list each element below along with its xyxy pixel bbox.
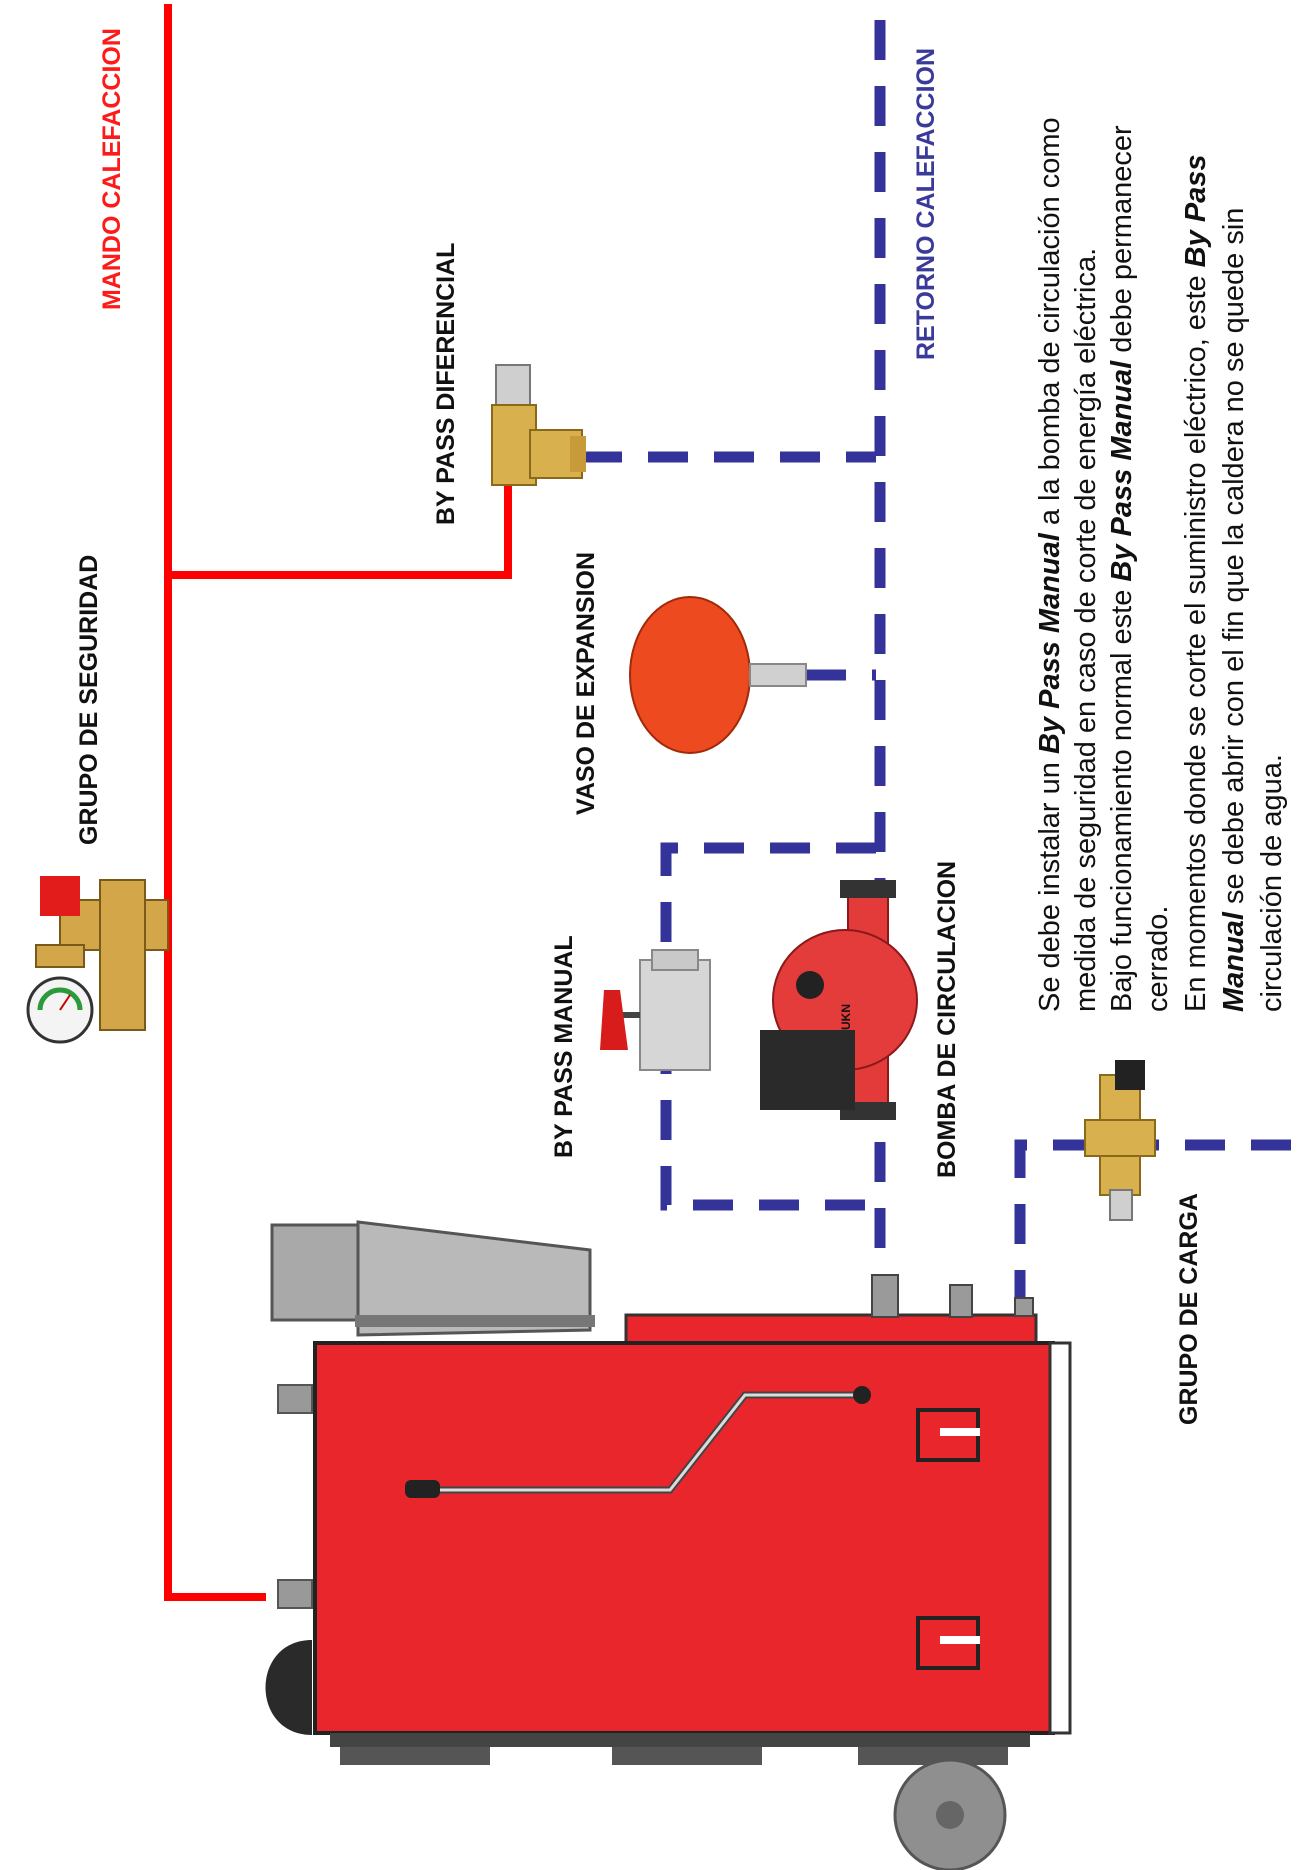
retorno-label: RETORNO CALEFACCION bbox=[912, 47, 940, 360]
paragraph-line-1: Se debe instalar un By Pass Manual a la … bbox=[1034, 117, 1066, 1012]
fill-group-device bbox=[1084, 1060, 1156, 1221]
grupo-carga-label: GRUPO DE CARGA bbox=[1175, 1193, 1203, 1425]
supply-pipes bbox=[164, 4, 512, 1601]
vaso-expansion-label: VASO DE EXPANSION bbox=[572, 551, 600, 815]
differential-bypass-valve bbox=[491, 364, 586, 486]
boiler bbox=[265, 1220, 1072, 1870]
bomba-circulacion-label: BOMBA DE CIRCULACION bbox=[933, 860, 961, 1178]
manual-bypass-valve bbox=[600, 949, 711, 1071]
boiler-body bbox=[313, 1341, 1055, 1735]
aux-connection bbox=[949, 1284, 973, 1318]
burner-body bbox=[356, 1220, 592, 1337]
return-connection bbox=[871, 1274, 899, 1318]
paragraph-line-6: Manual se debe abrir con el fin que la c… bbox=[1218, 207, 1250, 1012]
paragraph-line-2: medida de seguridad en caso de corte de … bbox=[1070, 247, 1102, 1012]
lever-handle bbox=[405, 1480, 440, 1498]
fill-connection bbox=[1014, 1297, 1034, 1317]
bypass-manual-label: BY PASS MANUAL bbox=[550, 935, 578, 1158]
circulation-pump: UKN bbox=[760, 880, 918, 1120]
mando-label: MANDO CALEFACCION bbox=[98, 28, 126, 310]
paragraph-line-7: circulación de agua. bbox=[1256, 754, 1288, 1012]
fill-line-pipe bbox=[1014, 1139, 1300, 1310]
pump-brand-text: UKN bbox=[839, 1004, 853, 1030]
expansion-vessel bbox=[629, 596, 807, 754]
grupo-seguridad-label: GRUPO DE SEGURIDAD bbox=[75, 554, 103, 845]
pump-motor-housing bbox=[760, 1030, 855, 1110]
bypass-manual-loop bbox=[660, 842, 876, 1211]
paragraph-line-3: Bajo funcionamiento normal este By Pass … bbox=[1106, 125, 1138, 1012]
paragraph-line-4: cerrado. bbox=[1142, 905, 1174, 1012]
paragraph-line-5: En momentos donde se corte el suministro… bbox=[1180, 154, 1212, 1012]
burner-cylinder bbox=[270, 1223, 360, 1322]
safety-group-device bbox=[26, 876, 169, 1044]
bypass-diferencial-label: BY PASS DIFERENCIAL bbox=[432, 242, 460, 525]
burner-base bbox=[355, 1315, 595, 1327]
